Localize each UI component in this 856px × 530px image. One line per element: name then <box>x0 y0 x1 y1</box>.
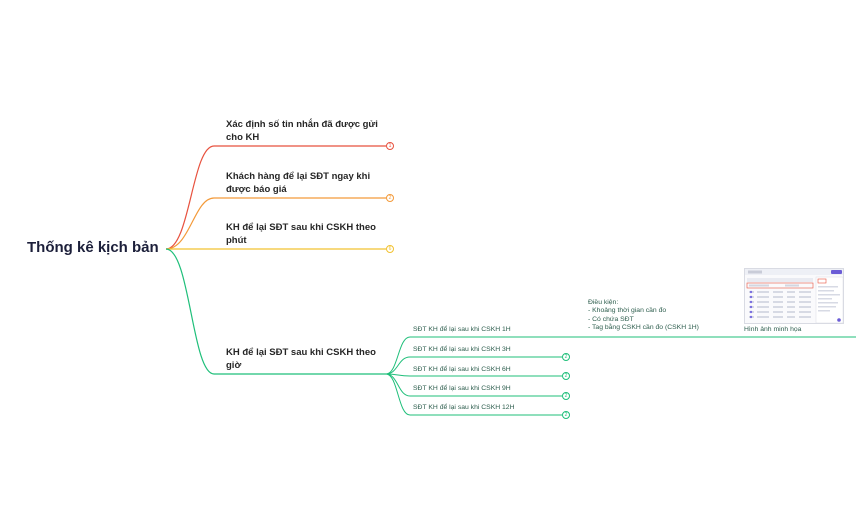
branch-topic-4[interactable]: KH để lại SĐT sau khi CSKH theo giờ <box>226 347 376 371</box>
edge-branch-4 <box>165 248 386 375</box>
badge-sub-12h[interactable]: 2 <box>562 411 570 419</box>
badge-sub-3h[interactable]: 2 <box>562 353 570 361</box>
sub-topic-6h[interactable]: SĐT KH để lại sau khi CSKH 6H <box>413 366 511 373</box>
sub-topic-9h[interactable]: SĐT KH để lại sau khi CSKH 9H <box>413 385 511 392</box>
illustration-screenshot-thumbnail <box>745 269 843 323</box>
note-line: - Có chứa SĐT <box>588 315 634 323</box>
root-topic[interactable]: Thống kê kịch bản <box>27 239 159 256</box>
illustration-caption: Hình ảnh minh họa <box>744 326 802 333</box>
condition-note[interactable]: Điều kiện: - Khoảng thời gian cần đo - C… <box>588 299 699 332</box>
sub-topic-3h[interactable]: SĐT KH để lại sau khi CSKH 3H <box>413 346 511 353</box>
edge-sub-5 <box>385 373 562 416</box>
branch-topic-2[interactable]: Khách hàng để lại SĐT ngay khi được báo … <box>226 171 371 195</box>
badge-branch-1[interactable]: 1 <box>386 142 394 150</box>
edge-branch-2 <box>165 197 386 250</box>
edge-branch-1 <box>165 145 386 250</box>
badge-sub-6h[interactable]: 2 <box>562 372 570 380</box>
edge-sub-1 <box>385 336 585 375</box>
edge-sub-3 <box>385 373 562 377</box>
note-line: - Tag bằng CSKH cần đo (CSKH 1H) <box>588 323 699 331</box>
note-title: Điều kiện: <box>588 299 619 306</box>
sub-topic-1h[interactable]: SĐT KH để lại sau khi CSKH 1H <box>413 326 511 333</box>
illustration-image[interactable] <box>744 268 844 324</box>
note-line: - Khoảng thời gian cần đo <box>588 307 667 315</box>
sub-topic-12h[interactable]: SĐT KH để lại sau khi CSKH 12H <box>413 404 515 411</box>
badge-branch-3[interactable]: 6 <box>386 245 394 253</box>
edge-sub-2 <box>385 356 562 375</box>
badge-branch-2[interactable]: 2 <box>386 194 394 202</box>
badge-sub-9h[interactable]: 2 <box>562 392 570 400</box>
branch-topic-1[interactable]: Xác định số tin nhắn đã được gửi cho KH <box>226 119 378 143</box>
branch-topic-3[interactable]: KH để lại SĐT sau khi CSKH theo phút <box>226 222 376 246</box>
